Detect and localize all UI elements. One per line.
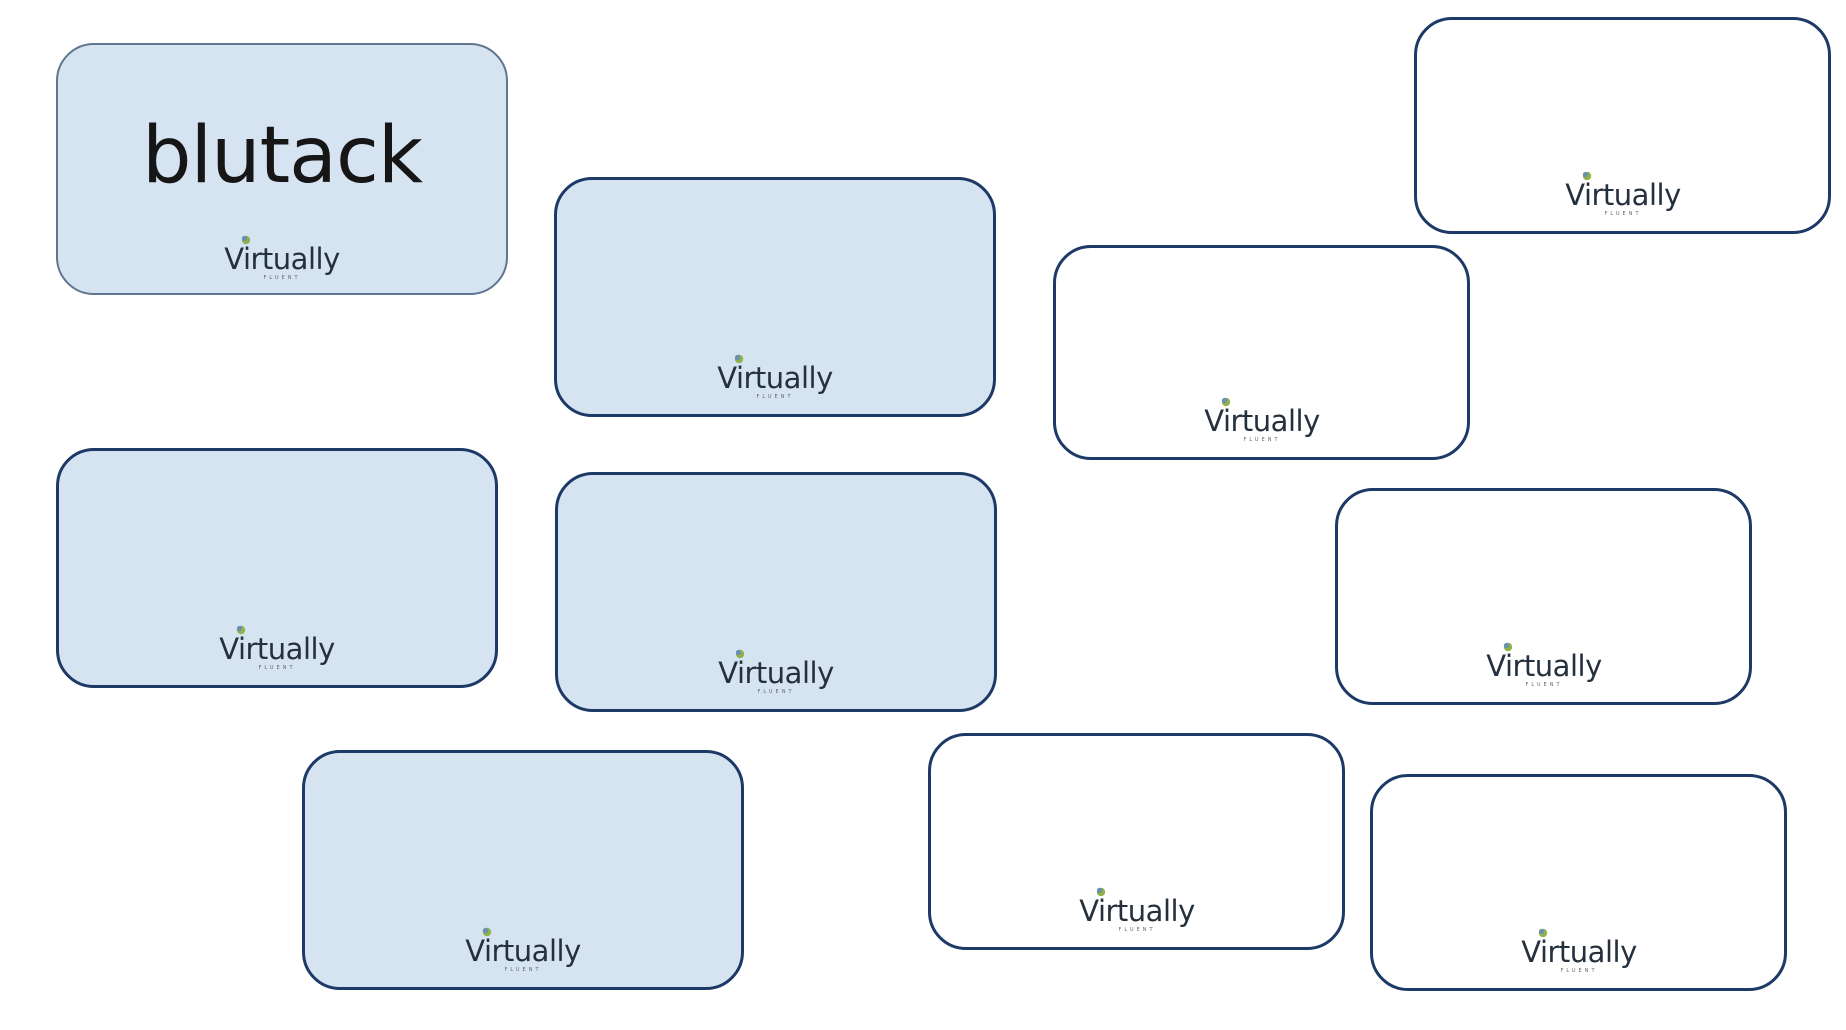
svg-text:Virtually: Virtually <box>1486 649 1602 683</box>
virtually-fluent-logo: Virtually FLUENT <box>59 619 495 675</box>
logo-mark: Virtually FLUENT <box>465 927 582 973</box>
logo-mark: Virtually FLUENT <box>1565 171 1681 217</box>
flashcard[interactable]: Virtually FLUENT <box>555 472 997 712</box>
flashcard[interactable]: Virtually FLUENT <box>1414 17 1831 234</box>
svg-text:Virtually: Virtually <box>465 934 581 968</box>
virtually-fluent-logo: Virtually FLUENT <box>1373 922 1784 978</box>
svg-text:FLUENT: FLUENT <box>1243 437 1280 443</box>
logo-mark: Virtually FLUENT <box>1521 928 1637 974</box>
logo-mark: Virtually FLUENT <box>1204 397 1320 443</box>
flashcard[interactable]: Virtually FLUENT <box>56 448 498 688</box>
svg-text:FLUENT: FLUENT <box>1525 682 1562 688</box>
virtually-fluent-logo: Virtually FLUENT <box>558 643 994 699</box>
svg-text:Virtually: Virtually <box>1079 894 1195 928</box>
svg-text:Virtually: Virtually <box>1565 178 1681 212</box>
flashcard[interactable]: Virtually FLUENT <box>1053 245 1470 460</box>
virtually-fluent-logo: Virtually FLUENT <box>1338 636 1749 692</box>
svg-text:FLUENT: FLUENT <box>1604 211 1641 217</box>
flashcard[interactable]: Virtually FLUENT <box>1335 488 1752 705</box>
svg-text:FLUENT: FLUENT <box>258 665 295 671</box>
svg-text:FLUENT: FLUENT <box>263 275 300 281</box>
svg-text:FLUENT: FLUENT <box>1560 968 1597 974</box>
virtually-fluent-logo: Virtually FLUENT <box>1417 165 1828 221</box>
logo-mark: Virtually FLUENT <box>717 354 834 400</box>
virtually-fluent-logo: Virtually FLUENT <box>931 881 1342 937</box>
svg-text:Virtually: Virtually <box>718 656 834 690</box>
logo-mark: Virtually FLUENT <box>1079 887 1195 933</box>
flashcard[interactable]: Virtually FLUENT <box>554 177 996 417</box>
svg-text:Virtually: Virtually <box>1204 404 1320 438</box>
flashcard[interactable]: Virtually FLUENT <box>1370 774 1787 991</box>
svg-text:Virtually: Virtually <box>717 361 833 395</box>
flashcard[interactable]: Virtually FLUENT <box>928 733 1345 950</box>
svg-text:FLUENT: FLUENT <box>504 967 541 973</box>
svg-text:FLUENT: FLUENT <box>756 394 793 400</box>
svg-text:Virtually: Virtually <box>1521 935 1637 969</box>
virtually-fluent-logo: Virtually FLUENT <box>557 348 993 404</box>
logo-mark: Virtually FLUENT <box>1486 642 1602 688</box>
flashcard[interactable]: blutack Virtually FLUENT <box>56 43 508 295</box>
svg-text:FLUENT: FLUENT <box>757 689 794 695</box>
svg-text:FLUENT: FLUENT <box>1118 927 1155 933</box>
svg-text:Virtually: Virtually <box>224 242 340 276</box>
logo-mark: Virtually FLUENT <box>718 649 835 695</box>
logo-mark: Virtually FLUENT <box>224 235 341 281</box>
svg-text:Virtually: Virtually <box>219 632 335 666</box>
virtually-fluent-logo: Virtually FLUENT <box>58 229 506 285</box>
flashcard[interactable]: Virtually FLUENT <box>302 750 744 990</box>
virtually-fluent-logo: Virtually FLUENT <box>305 921 741 977</box>
card-word: blutack <box>141 111 423 201</box>
virtually-fluent-logo: Virtually FLUENT <box>1056 391 1467 447</box>
logo-mark: Virtually FLUENT <box>219 625 336 671</box>
